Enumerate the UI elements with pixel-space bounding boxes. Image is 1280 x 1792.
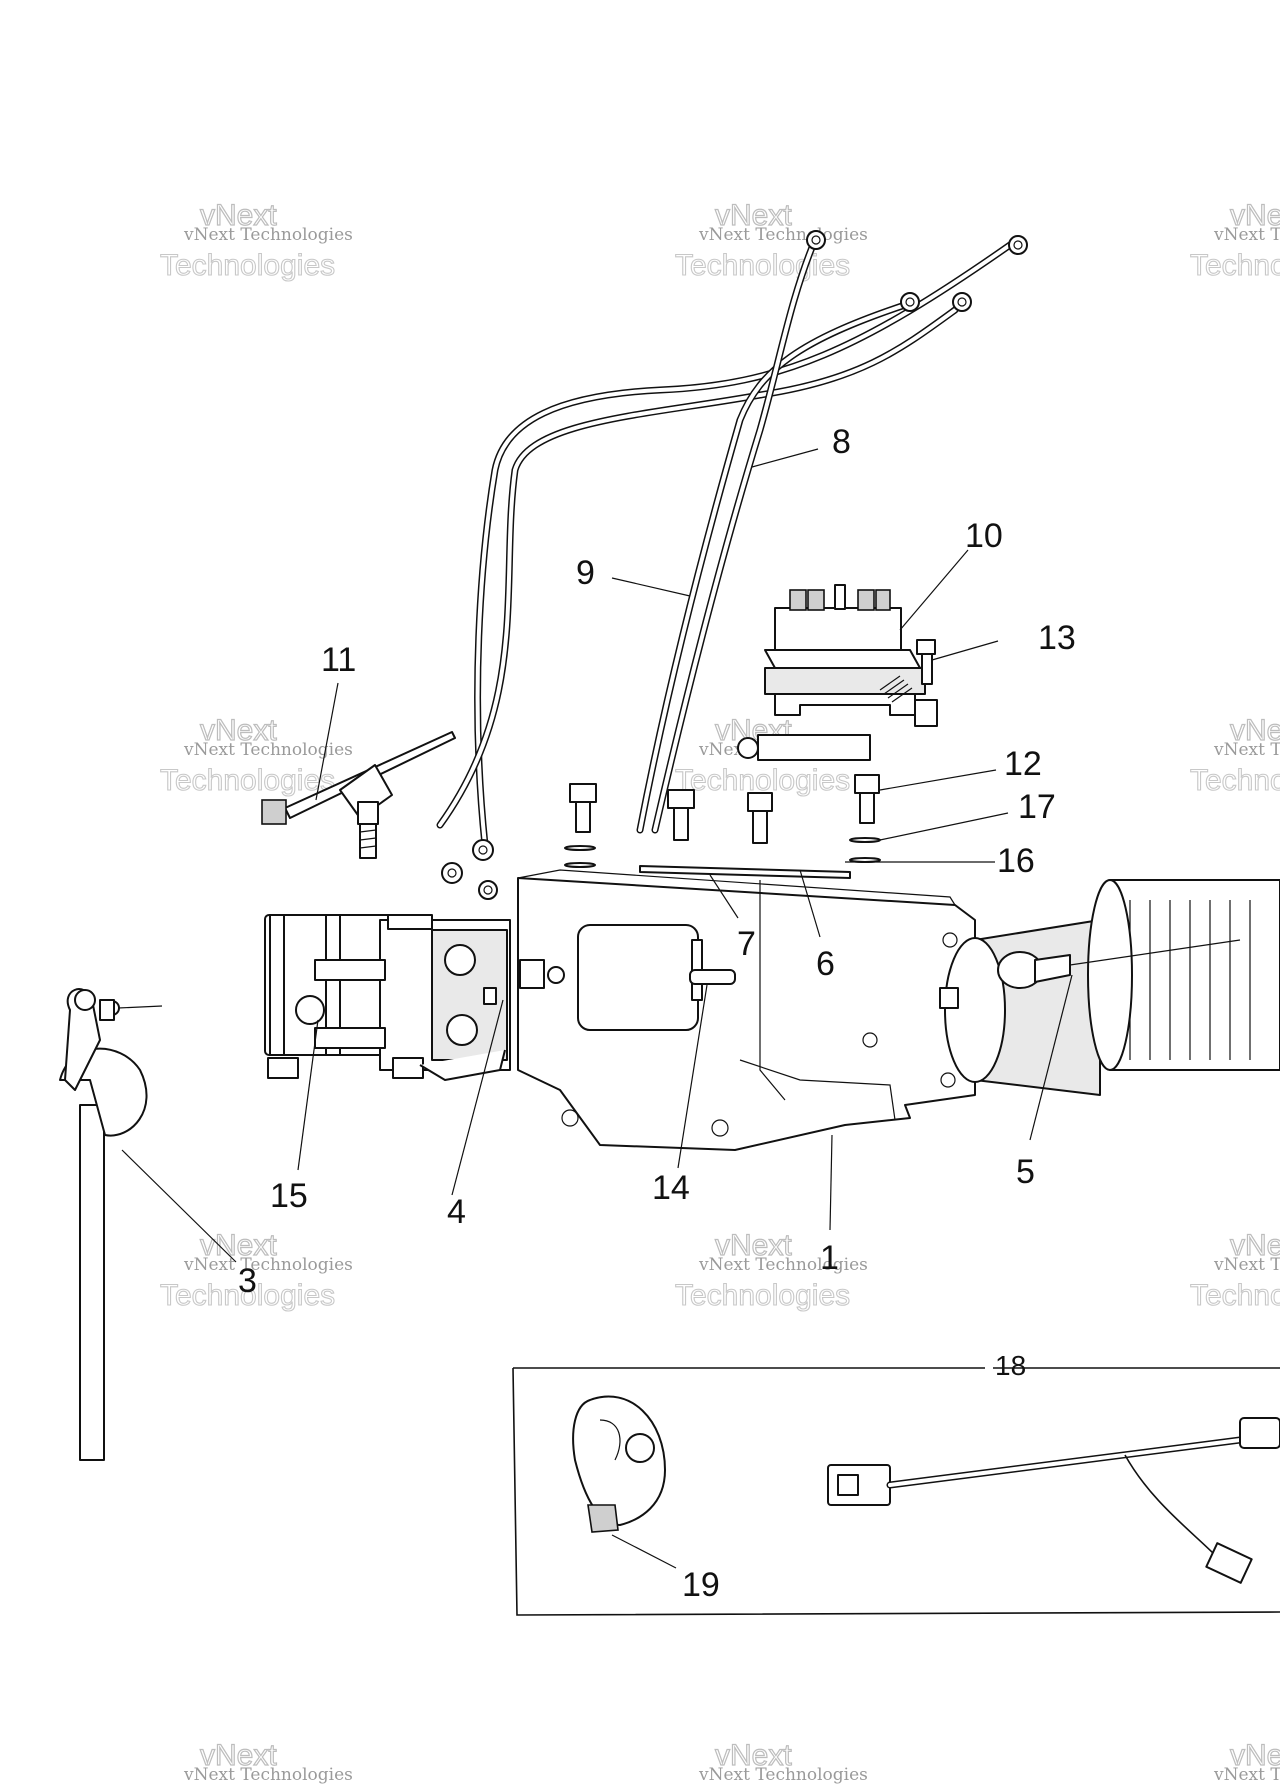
callout-6: 6 <box>816 945 835 983</box>
callout-9: 9 <box>576 554 595 592</box>
svg-text:vNext Technologies: vNext Technologies <box>1213 225 1280 245</box>
switch-kit-inset <box>512 1367 1280 1616</box>
svg-text:Technologies: Technologies <box>675 764 850 797</box>
svg-text:vNext Technologies: vNext Technologies <box>183 1255 353 1275</box>
watermark: vNext vNext Technologies Technologies <box>159 713 353 797</box>
svg-text:vNext Technologies: vNext Technologies <box>183 1765 353 1785</box>
svg-text:vNext: vNext <box>200 1229 277 1262</box>
svg-text:Technologies: Technologies <box>1190 1279 1280 1312</box>
callout-11: 11 <box>321 641 356 679</box>
callout-labels: 1 3 4 5 6 7 8 9 10 11 12 13 14 15 16 17 … <box>238 423 1076 1604</box>
svg-text:Technologies: Technologies <box>160 1279 335 1312</box>
callout-18: 18 <box>995 1350 1026 1381</box>
callout-10: 10 <box>965 517 1003 555</box>
svg-text:Technologies: Technologies <box>1190 249 1280 282</box>
svg-text:vNext: vNext <box>1230 199 1280 232</box>
watermark-layer: vNext vNext Technologies Technologies vN… <box>159 198 1280 1785</box>
watermark: vNext vNext Technologies <box>698 1738 868 1785</box>
watermark: vNext vNext Technologies <box>1213 1738 1280 1785</box>
fasteners <box>564 774 881 879</box>
cable-clamp <box>261 731 456 859</box>
winch-assembly <box>939 879 1280 1096</box>
watermark: vNext vNext Technologies Technologies <box>1189 1228 1280 1312</box>
svg-text:vNext Technologies: vNext Technologies <box>183 740 353 760</box>
callout-12: 12 <box>1004 745 1042 783</box>
watermark: vNext vNext Technologies <box>183 1738 353 1785</box>
callout-8: 8 <box>832 423 851 461</box>
svg-text:vNext Technologies: vNext Technologies <box>1213 740 1280 760</box>
svg-text:vNext: vNext <box>715 1229 792 1262</box>
callout-13: 13 <box>1038 619 1076 657</box>
svg-text:vNext Technologies: vNext Technologies <box>698 225 868 245</box>
battery-cables <box>436 230 1028 900</box>
winch-hook-strap <box>59 988 163 1461</box>
roller-fairlead <box>264 914 511 1081</box>
watermark: vNext vNext Technologies Technologies <box>1189 713 1280 797</box>
callout-19: 19 <box>682 1566 720 1604</box>
winch-mount-bracket <box>517 869 976 1151</box>
svg-text:Technologies: Technologies <box>160 764 335 797</box>
watermark: vNext vNext Technologies Technologies <box>159 1228 353 1312</box>
callout-1: 1 <box>820 1239 839 1277</box>
callout-14: 14 <box>652 1169 690 1207</box>
svg-text:vNext: vNext <box>200 714 277 747</box>
callout-4: 4 <box>447 1193 466 1231</box>
contactor-solenoid <box>737 584 938 761</box>
svg-text:vNext Technologies: vNext Technologies <box>1213 1765 1280 1785</box>
callout-3: 3 <box>238 1262 257 1300</box>
svg-text:vNext Technologies: vNext Technologies <box>698 1765 868 1785</box>
svg-text:Technologies: Technologies <box>1190 764 1280 797</box>
svg-text:vNext: vNext <box>715 1739 792 1772</box>
svg-text:vNext: vNext <box>1230 714 1280 747</box>
svg-text:vNext Technologies: vNext Technologies <box>698 1255 868 1275</box>
svg-text:vNext: vNext <box>200 199 277 232</box>
callout-16: 16 <box>997 842 1035 880</box>
svg-text:vNext: vNext <box>1230 1739 1280 1772</box>
watermark: vNext vNext Technologies Technologies <box>159 198 353 282</box>
handlebar-switch <box>572 1395 666 1533</box>
svg-text:vNext: vNext <box>715 199 792 232</box>
callout-7: 7 <box>737 925 756 963</box>
svg-text:vNext Technologies: vNext Technologies <box>183 225 353 245</box>
svg-text:Technologies: Technologies <box>675 1279 850 1312</box>
watermark: vNext vNext Technologies Technologies <box>1189 198 1280 282</box>
svg-text:vNext: vNext <box>1230 1229 1280 1262</box>
callout-15: 15 <box>270 1177 308 1215</box>
svg-text:Technologies: Technologies <box>160 249 335 282</box>
watermark: vNext vNext Technologies Technologies <box>674 198 868 282</box>
svg-text:vNext Technologies: vNext Technologies <box>1213 1255 1280 1275</box>
leader-lines <box>121 448 1073 1569</box>
callout-5: 5 <box>1016 1153 1035 1191</box>
watermark: vNext vNext Technologies Technologies <box>674 1228 868 1312</box>
switch-harness <box>827 1417 1280 1584</box>
svg-text:Technologies: Technologies <box>675 249 850 282</box>
callout-17: 17 <box>1018 788 1056 826</box>
svg-text:vNext: vNext <box>200 1739 277 1772</box>
